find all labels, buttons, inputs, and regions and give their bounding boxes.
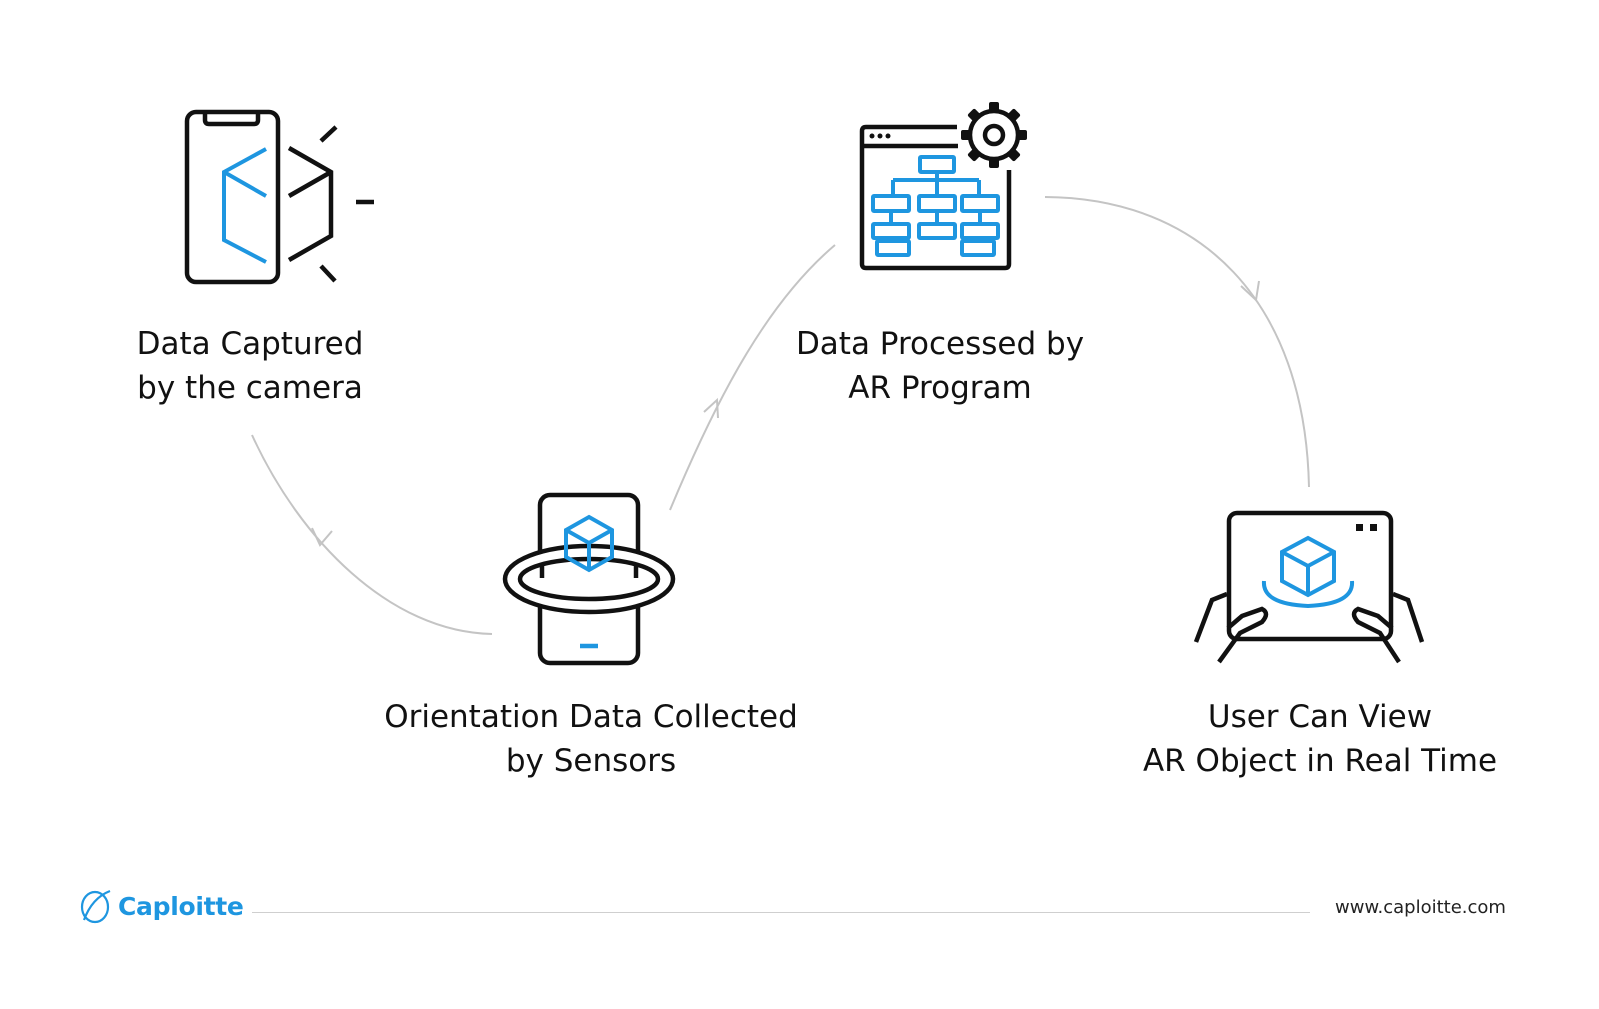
connector-arrowhead	[1240, 280, 1260, 303]
step-capture-label: Data Captured by the camera	[90, 322, 410, 410]
connector-arrowhead	[703, 397, 719, 419]
connector-process-to-view	[1044, 196, 1310, 488]
step-label-line: by Sensors	[505, 743, 677, 779]
step-label-line: AR Object in Real Time	[1142, 743, 1498, 779]
step-label-line: Orientation Data Collected	[384, 699, 798, 735]
step-process-label: Data Processed by AR Program	[760, 322, 1120, 410]
connector-sensors-to-process	[669, 244, 836, 511]
program-flowchart-gear-icon	[859, 102, 1027, 271]
connector-arrowhead	[311, 527, 333, 547]
step-view-label: User Can View AR Object in Real Time	[1120, 695, 1520, 783]
step-label-line: Data Captured	[136, 326, 364, 362]
brand-mark-icon	[80, 889, 111, 924]
connector-capture-to-sensors	[251, 434, 493, 635]
brand-logo[interactable]: Caploitte	[78, 886, 244, 926]
tablet-hands-ar-icon	[1193, 510, 1425, 664]
phone-sensor-ring-icon	[502, 492, 676, 666]
gear-icon	[961, 102, 1027, 168]
step-sensors-label: Orientation Data Collected by Sensors	[356, 695, 826, 783]
step-label-line: User Can View	[1207, 699, 1433, 735]
phone-camera-icon	[184, 109, 374, 285]
step-label-line: AR Program	[848, 370, 1032, 406]
footer-divider	[252, 912, 1310, 913]
brand-name: Caploitte	[118, 891, 244, 921]
website-link[interactable]: www.caploitte.com	[1335, 897, 1506, 918]
step-label-line: by the camera	[137, 370, 363, 406]
step-label-line: Data Processed by	[795, 326, 1085, 362]
